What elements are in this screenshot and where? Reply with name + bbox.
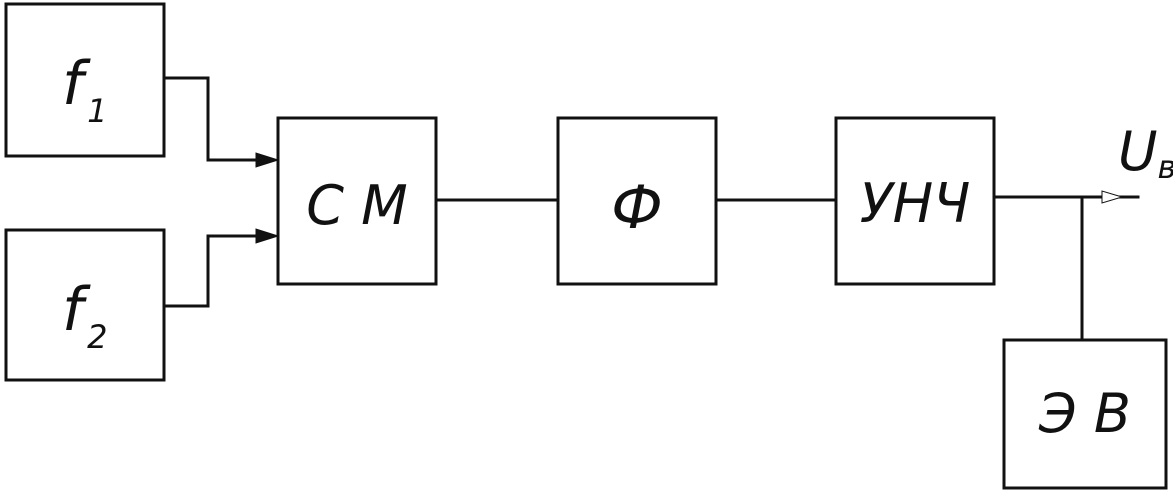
block-filter-frame bbox=[556, 116, 718, 286]
block-f1-frame bbox=[4, 2, 166, 158]
output-label-sub: в bbox=[1158, 148, 1173, 186]
block-f2-frame bbox=[4, 228, 166, 382]
wire-f1-to-mixer bbox=[162, 76, 270, 162]
block-mixer-frame bbox=[276, 116, 438, 286]
output-label: Uв bbox=[1118, 120, 1173, 186]
output-label-main: U bbox=[1118, 120, 1158, 183]
arrowhead-f2-to-mixer bbox=[255, 228, 280, 244]
block-filter: Ф bbox=[556, 116, 718, 286]
arrowhead-output bbox=[1101, 190, 1124, 204]
wire-f2-to-mixer bbox=[162, 234, 270, 308]
block-meter-frame bbox=[1002, 338, 1168, 490]
block-f2-label-sub: 2 bbox=[87, 318, 107, 356]
block-meter-label: Э В bbox=[1038, 382, 1131, 445]
block-meter: Э В bbox=[1002, 338, 1168, 490]
block-mixer-label: С М bbox=[306, 174, 407, 237]
block-mixer: С М bbox=[276, 116, 438, 286]
arrowhead-f1-to-mixer bbox=[255, 152, 280, 168]
block-amplifier-label: УНЧ bbox=[860, 172, 971, 235]
block-amplifier: УНЧ bbox=[834, 116, 996, 286]
block-f1-label-sub: 1 bbox=[87, 92, 107, 130]
block-amplifier-frame bbox=[834, 116, 996, 286]
block-filter-label: Ф bbox=[611, 173, 663, 243]
